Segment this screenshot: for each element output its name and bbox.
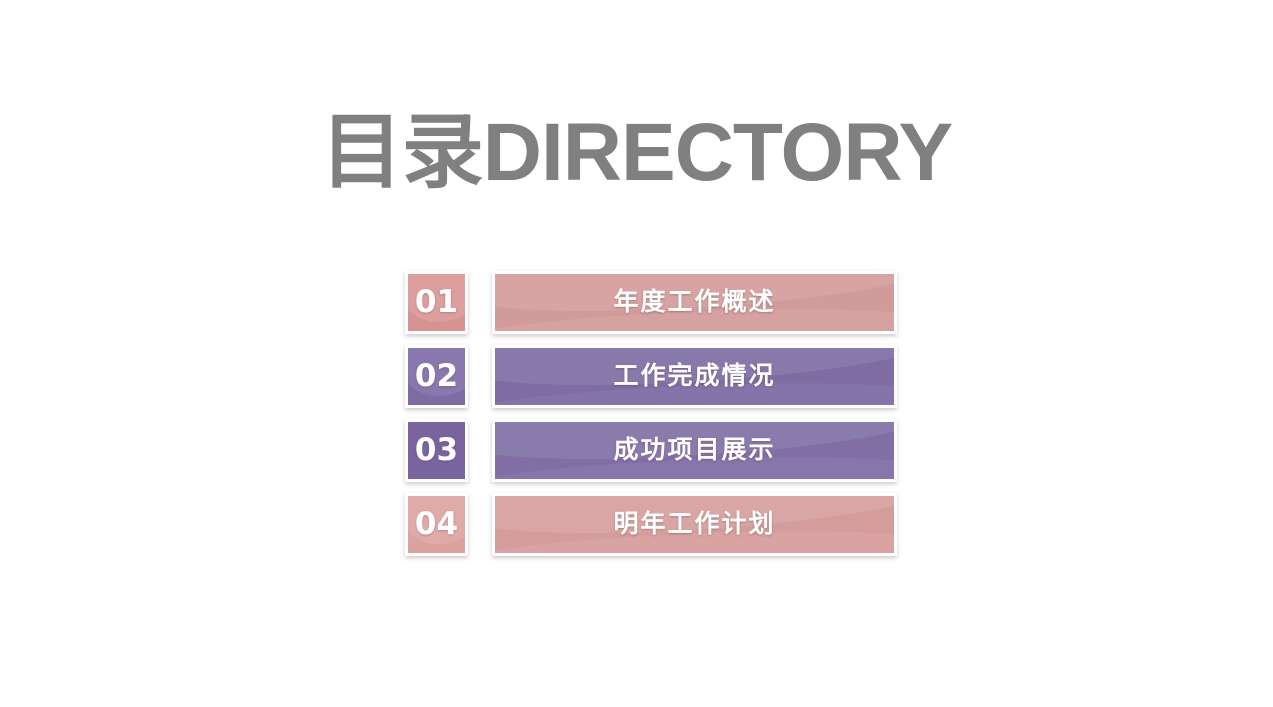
section-bar-02[interactable]: 工作完成情况 <box>492 345 897 408</box>
section-label: 成功项目展示 <box>613 436 776 464</box>
directory-list: 01 年度工作概述 02 工作完成情况 03 <box>405 271 897 567</box>
number-chip-02[interactable]: 02 <box>405 345 468 408</box>
number-label: 04 <box>414 506 459 542</box>
section-label: 年度工作概述 <box>613 288 776 316</box>
number-chip-03[interactable]: 03 <box>405 419 468 482</box>
section-label: 明年工作计划 <box>613 510 776 538</box>
number-label: 02 <box>414 358 459 394</box>
section-label: 工作完成情况 <box>613 362 776 390</box>
number-label: 01 <box>414 284 459 320</box>
directory-item-04[interactable]: 04 明年工作计划 <box>405 493 897 556</box>
directory-item-03[interactable]: 03 成功项目展示 <box>405 419 897 482</box>
directory-item-02[interactable]: 02 工作完成情况 <box>405 345 897 408</box>
section-bar-03[interactable]: 成功项目展示 <box>492 419 897 482</box>
number-label: 03 <box>414 432 459 468</box>
page-title: 目录DIRECTORY <box>320 107 953 198</box>
section-bar-01[interactable]: 年度工作概述 <box>492 271 897 334</box>
directory-item-01[interactable]: 01 年度工作概述 <box>405 271 897 334</box>
section-bar-04[interactable]: 明年工作计划 <box>492 493 897 556</box>
number-chip-01[interactable]: 01 <box>405 271 468 334</box>
title-block: 目录DIRECTORY <box>0 112 1273 194</box>
number-chip-04[interactable]: 04 <box>405 493 468 556</box>
